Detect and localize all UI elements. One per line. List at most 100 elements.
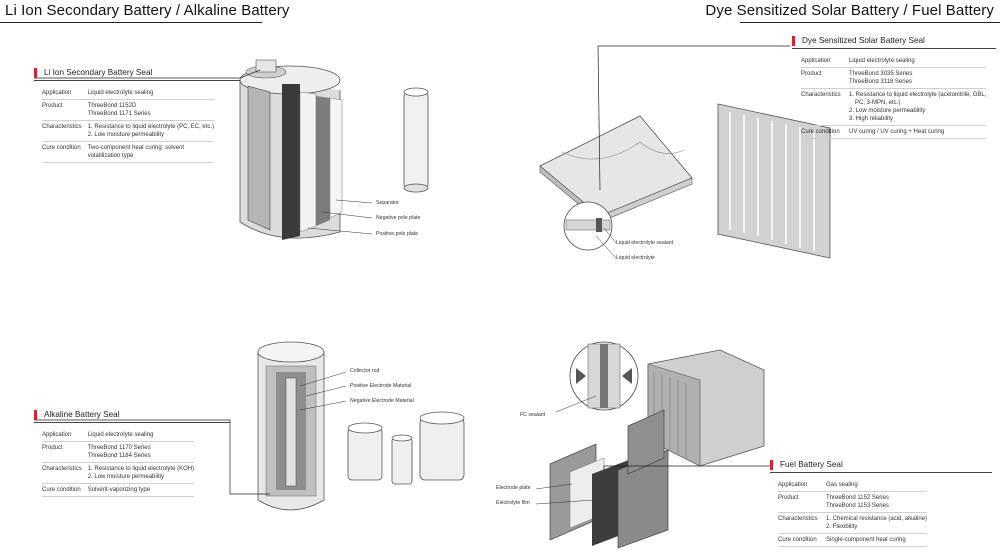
- label-fc-sealant: FC sealant: [520, 412, 546, 418]
- spec-line: Liquid electrolyte sealing: [849, 58, 915, 64]
- alkaline-panel-title: Alkaline Battery Seal: [34, 410, 234, 420]
- spec-line: 2. Flexibility: [826, 524, 858, 530]
- spec-row: Characteristics 1. Chemical resistance (…: [778, 513, 928, 534]
- heading-left-rule: [0, 22, 262, 23]
- spec-line: PC, 3-MPN, etc.): [855, 100, 901, 106]
- spec-line: 1. Resistance to liquid electrolyte (PC,…: [87, 124, 215, 130]
- spec-line: UV curing / UV curing + Heat curing: [849, 129, 945, 135]
- spec-line: 3. High reliability: [849, 116, 894, 122]
- spec-row: Cure condition Solvent-vaporizing type: [42, 484, 195, 497]
- spec-key: Product: [778, 495, 799, 501]
- spec-key: Application: [801, 58, 831, 64]
- spec-key: Characteristics: [42, 124, 82, 130]
- liion-panel-title: Li Ion Secondary Battery Seal: [34, 68, 224, 78]
- label-separator: Separator: [376, 200, 399, 206]
- spec-value: 1. Resistance to liquid electrolyte (PC,…: [88, 121, 214, 142]
- spec-line: ThreeBond 3035 Series: [849, 71, 913, 77]
- fuel-cell-illustration: [535, 341, 770, 549]
- label-negative-pole-plate: Negative pole plate: [376, 215, 421, 221]
- spec-value: 1. Resistance to liquid electrolyte (KOH…: [88, 463, 194, 484]
- spec-value: Gas sealing: [826, 479, 927, 492]
- spec-key: Cure condition: [778, 537, 817, 543]
- spec-value: Two-component heat curing: solvent volat…: [88, 142, 214, 163]
- spec-row: Product ThreeBond 1170 Series ThreeBond …: [42, 442, 195, 463]
- alkaline-panel: Alkaline Battery Seal Application Liquid…: [34, 410, 234, 497]
- spec-value: ThreeBond 1170 Series ThreeBond 1184 Ser…: [88, 442, 194, 463]
- spec-line: 2. Low moisture permeability: [849, 108, 926, 114]
- label-electrode-plate: Electrode plate: [496, 485, 531, 491]
- spec-line: Solvent-vaporizing type: [87, 487, 151, 493]
- spec-value: ThreeBond 1152D ThreeBond 1171 Series: [88, 100, 214, 121]
- dye-solar-illustration: [539, 45, 831, 259]
- spec-line: ThreeBond 1153 Series: [826, 503, 889, 509]
- fuel-panel-title: Fuel Battery Seal: [770, 460, 992, 470]
- alkaline-title-rule: [34, 422, 230, 423]
- fuel-title-rule: [770, 472, 992, 473]
- spec-line: ThreeBond 1184 Series: [87, 453, 151, 459]
- spec-value: Liquid electrolyte sealing: [88, 87, 214, 100]
- spec-line: 2. Low moisture permeability: [87, 132, 165, 138]
- spec-row: Characteristics 1. Resistance to liquid …: [42, 121, 215, 142]
- spec-line: Liquid electrolyte sealing: [87, 90, 154, 96]
- label-positive-electrode-material: Positive Electrode Material: [350, 383, 412, 389]
- label-electrolyte-film: Electrolyte film: [496, 500, 530, 506]
- spec-row: Characteristics 1. Resistance to liquid …: [42, 463, 195, 484]
- spec-value: Single-component heat curing: [826, 534, 927, 547]
- spec-key: Product: [42, 103, 63, 109]
- spec-row: Product ThreeBond 1152 Series ThreeBond …: [778, 492, 928, 513]
- spec-line: 1. Chemical resistance (acid, alkaline): [826, 516, 928, 522]
- spec-line: ThreeBond 1152 Series: [826, 495, 889, 501]
- spec-row: Product ThreeBond 3035 Series ThreeBond …: [801, 68, 987, 89]
- spec-line: 1. Resistance to liquid electrolyte (KOH…: [87, 466, 195, 472]
- spec-row: Cure condition Two-component heat curing…: [42, 142, 215, 163]
- fuel-panel: Fuel Battery Seal Application Gas sealin…: [770, 460, 992, 547]
- heading-right: Dye Sensitized Solar Battery / Fuel Batt…: [705, 2, 994, 19]
- label-collector-rod: Collector rod: [350, 368, 380, 374]
- spec-key: Cure condition: [42, 487, 81, 493]
- spec-value: ThreeBond 1152 Series ThreeBond 1153 Ser…: [826, 492, 927, 513]
- dye-spec-table: Application Liquid electrolyte sealing P…: [801, 55, 987, 139]
- fuel-spec-table: Application Gas sealing Product ThreeBon…: [778, 479, 928, 547]
- spec-line: Two-component heat curing: solvent: [87, 145, 185, 151]
- spec-key: Cure condition: [42, 145, 81, 151]
- spec-key: Characteristics: [801, 92, 841, 98]
- dye-title-rule: [792, 48, 996, 49]
- label-positive-pole-plate: Positive pole plate: [376, 231, 419, 237]
- liion-panel: Li Ion Secondary Battery Seal Applicatio…: [34, 68, 240, 163]
- label-liquid-electrolyte: Liquid electrolyte: [616, 255, 655, 261]
- spec-row: Product ThreeBond 1152D ThreeBond 1171 S…: [42, 100, 215, 121]
- spec-line: 2. Low moisture permeability: [87, 474, 165, 480]
- spec-key: Application: [42, 432, 72, 438]
- liion-title-rule: [34, 80, 240, 81]
- label-negative-electrode-material: Negative Electrode Material: [350, 398, 414, 404]
- spec-row: Application Gas sealing: [778, 479, 928, 492]
- spec-value: Liquid electrolyte sealing: [88, 429, 194, 442]
- spec-value: 1. Resistance to liquid electrolyte (ace…: [849, 89, 986, 126]
- spec-value: UV curing / UV curing + Heat curing: [849, 126, 986, 139]
- spec-key: Application: [42, 90, 72, 96]
- spec-line: ThreeBond 1171 Series: [87, 111, 151, 117]
- spec-line: volatilization type: [87, 153, 134, 159]
- spec-key: Characteristics: [778, 516, 818, 522]
- spec-value: ThreeBond 3035 Series ThreeBond 3118 Ser…: [849, 68, 986, 89]
- spec-key: Characteristics: [42, 466, 82, 472]
- heading-left: Li Ion Secondary Battery / Alkaline Batt…: [5, 2, 290, 19]
- spec-line: Single-component heat curing: [826, 537, 906, 543]
- label-liquid-electrolyte-sealant: Liquid electrolyte sealant: [616, 240, 674, 246]
- spec-row: Cure condition Single-component heat cur…: [778, 534, 928, 547]
- dye-panel-title: Dye Sensitized Solar Battery Seal: [792, 36, 992, 46]
- spec-row: Application Liquid electrolyte sealing: [42, 87, 215, 100]
- spec-key: Application: [778, 482, 808, 488]
- spec-row: Application Liquid electrolyte sealing: [42, 429, 195, 442]
- spec-row: Cure condition UV curing / UV curing + H…: [801, 126, 987, 139]
- liion-cell-illustration: [34, 59, 429, 240]
- alkaline-spec-table: Application Liquid electrolyte sealing P…: [42, 429, 195, 497]
- spec-value: Liquid electrolyte sealing: [849, 55, 986, 68]
- spec-line: ThreeBond 1170 Series: [87, 445, 151, 451]
- liion-spec-table: Application Liquid electrolyte sealing P…: [42, 87, 215, 163]
- spec-row: Application Liquid electrolyte sealing: [801, 55, 987, 68]
- spec-line: ThreeBond 3118 Series: [849, 79, 912, 85]
- spec-line: Liquid electrolyte sealing: [87, 432, 154, 438]
- spec-value: 1. Chemical resistance (acid, alkaline) …: [826, 513, 927, 534]
